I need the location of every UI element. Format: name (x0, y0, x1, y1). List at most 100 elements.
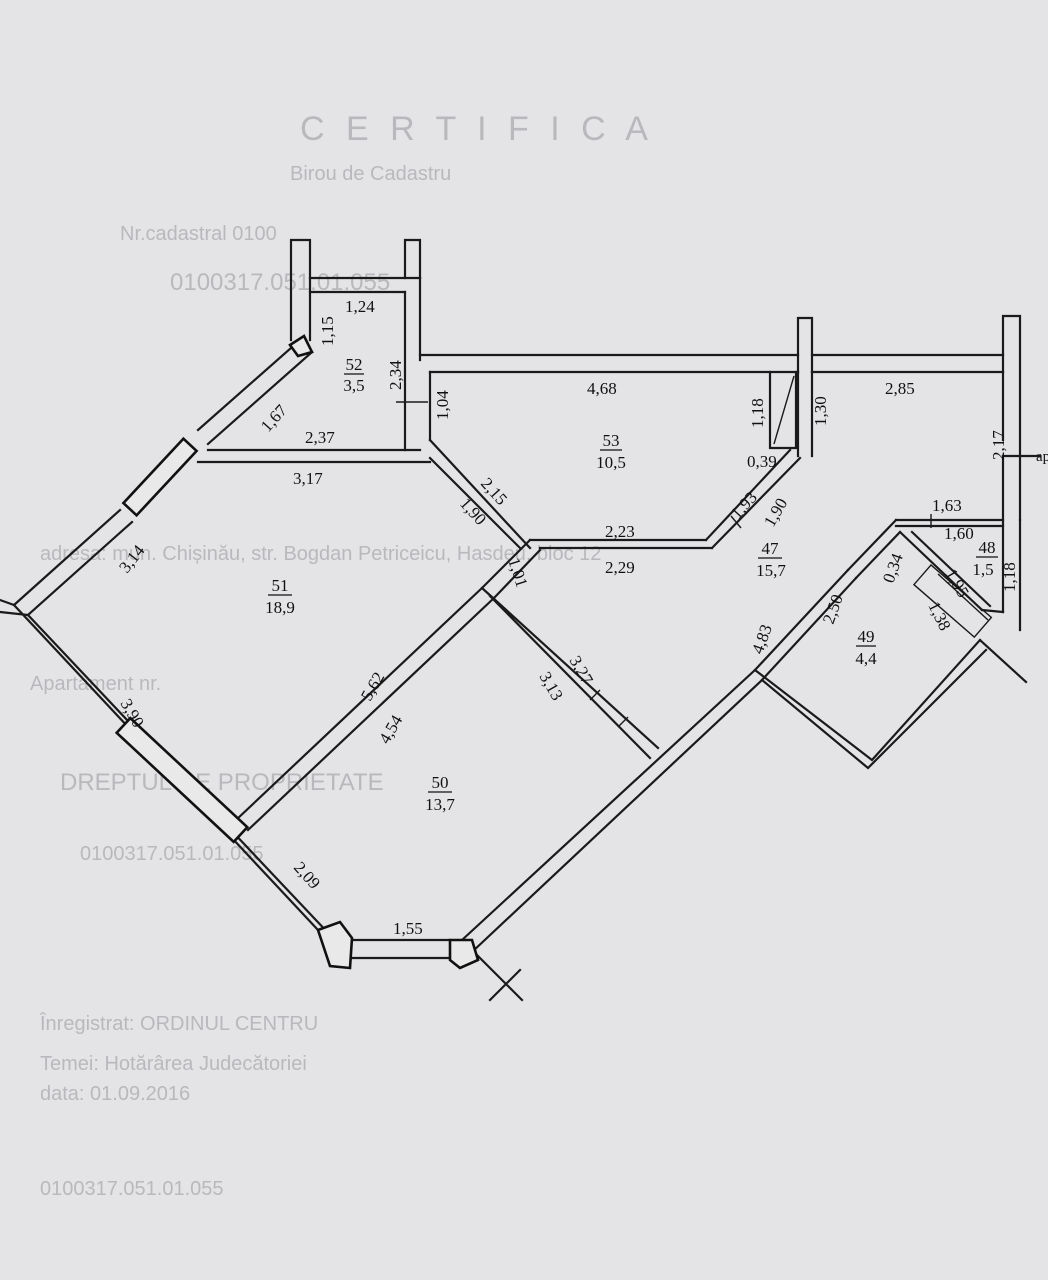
room-number: 47 (762, 539, 780, 558)
dimension-label: 2,15 (477, 474, 511, 509)
dimension-label: 1,24 (345, 297, 375, 316)
room-48-label: 48 1,5 (972, 538, 998, 579)
dimension-label: 3,14 (115, 541, 149, 577)
wall-left-corner (0, 598, 30, 617)
room-labels: 52 3,5 53 10,5 51 18,9 47 15,7 48 (265, 355, 998, 814)
door-tick (617, 716, 629, 728)
room48-fixture-line (937, 573, 989, 621)
dimension-label: 2,17 (989, 430, 1008, 460)
window-bottom-right (448, 938, 480, 970)
wall-tick (730, 515, 742, 529)
room-area: 15,7 (756, 561, 786, 580)
wall-top-long (418, 353, 800, 374)
wall-room52-right (403, 276, 432, 452)
wall-stub-far-right (1001, 314, 1022, 522)
room-number: 49 (858, 627, 875, 646)
dimension-label: 1,55 (393, 919, 423, 938)
ghost-line: adresa: mun. Chișinău, str. Bogdan Petri… (40, 543, 601, 565)
room-number: 52 (346, 355, 363, 374)
dimension-label: 1,63 (932, 496, 962, 515)
ghost-line: Temei: Hotărârea Judecătoriei (40, 1053, 307, 1075)
dimension-label: 1,15 (318, 316, 337, 346)
dimension-label: 0,39 (747, 452, 777, 471)
wall-right-outer (1001, 370, 1022, 632)
dimension-label: 2,23 (605, 522, 635, 541)
dimension-label: 2,29 (605, 558, 635, 577)
dimension-label: 2,85 (885, 379, 915, 398)
wall-diagonal-47-49 (753, 568, 858, 682)
dimension-label: 1,67 (257, 400, 291, 435)
window-bottom-left (316, 920, 354, 970)
dimension-label: 3,90 (117, 696, 148, 731)
room-number: 51 (272, 576, 289, 595)
door-tick (589, 689, 601, 701)
ghost-line: Înregistrat: ORDINUL CENTRU (39, 1012, 318, 1035)
wall-left-diagonal-upper (196, 338, 314, 446)
dimension-label: 0,34 (879, 550, 907, 585)
ghost-line: Birou de Cadastru (290, 163, 451, 185)
dimension-label: 1,38 (924, 598, 954, 633)
room-area: 3,5 (343, 376, 364, 395)
niche-diagonal (773, 375, 795, 445)
room-area: 1,5 (972, 560, 993, 579)
ghost-title: C E R T I F I C A (300, 110, 654, 148)
wall-diagonal-47-50 (460, 668, 764, 954)
walls (0, 238, 1042, 1002)
wall-room53-left-diagonal (428, 438, 532, 550)
wall-room48-left (846, 518, 902, 580)
room48-fixture (912, 564, 993, 639)
room-area: 10,5 (596, 453, 626, 472)
room-53-label: 53 10,5 (596, 431, 626, 472)
dimension-label: 4,54 (375, 711, 407, 747)
wall-extension-line (978, 638, 1028, 684)
background-text-block: C E R T I F I C A Birou de Cadastru Nr.c… (30, 110, 654, 1200)
windows (114, 334, 480, 970)
wall-top-right (810, 353, 1005, 374)
window-top-left (288, 334, 314, 358)
dimension-label: 2,34 (386, 360, 405, 390)
room-50-label: 50 13,7 (425, 773, 455, 814)
ghost-line: data: 01.09.2016 (40, 1083, 190, 1105)
wall-room50-right (480, 586, 660, 760)
room-51-label: 51 18,9 (265, 576, 295, 617)
dimension-labels: 1,24 1,15 2,34 1,67 2,37 3,17 1,04 4,68 … (115, 297, 1048, 938)
dimension-label: 2,09 (290, 858, 324, 893)
wall-left-diagonal-mid (12, 508, 134, 617)
room-47-label: 47 15,7 (756, 539, 786, 580)
dimension-label: 1,60 (944, 524, 974, 543)
wall-stub-center (403, 238, 422, 280)
room-area: 18,9 (265, 598, 295, 617)
room-49-label: 49 4,4 (855, 627, 877, 668)
room-number: 48 (979, 538, 996, 557)
ghost-line: Apartament nr. (30, 673, 161, 695)
ghost-line: DREPTUL DE PROPRIETATE (60, 769, 384, 796)
dimension-label: 3,13 (536, 669, 567, 704)
wall-room53-bottom (528, 538, 714, 550)
wall-niche-right (796, 370, 814, 458)
room-number: 53 (603, 431, 620, 450)
dimension-label: 1,18 (1000, 562, 1019, 592)
dimension-label: 5,62 (357, 669, 388, 704)
wall-diagonal-51-53 (480, 538, 542, 600)
wall-stub-left (289, 238, 312, 342)
wall-bottom (348, 938, 452, 960)
wall-room53-right-diagonal (704, 448, 802, 550)
window-room50 (114, 716, 250, 844)
wall-niche (768, 370, 798, 450)
dimension-label: 1,04 (433, 390, 452, 420)
edge-marker-label: ap (1036, 449, 1048, 465)
dimension-label: 1,18 (748, 398, 767, 428)
room-area: 13,7 (425, 795, 455, 814)
room-52-label: 52 3,5 (343, 355, 364, 395)
wall-room48-top (894, 518, 1005, 528)
wall-room52-top (308, 276, 422, 294)
ghost-line: Nr.cadastral 0100 (120, 223, 277, 245)
wall-room48-bottom (980, 608, 1005, 614)
wall-stub-right (796, 316, 814, 374)
room-number: 50 (432, 773, 449, 792)
window-room51-upper (121, 436, 199, 518)
wall-room49-bottom (753, 638, 988, 770)
